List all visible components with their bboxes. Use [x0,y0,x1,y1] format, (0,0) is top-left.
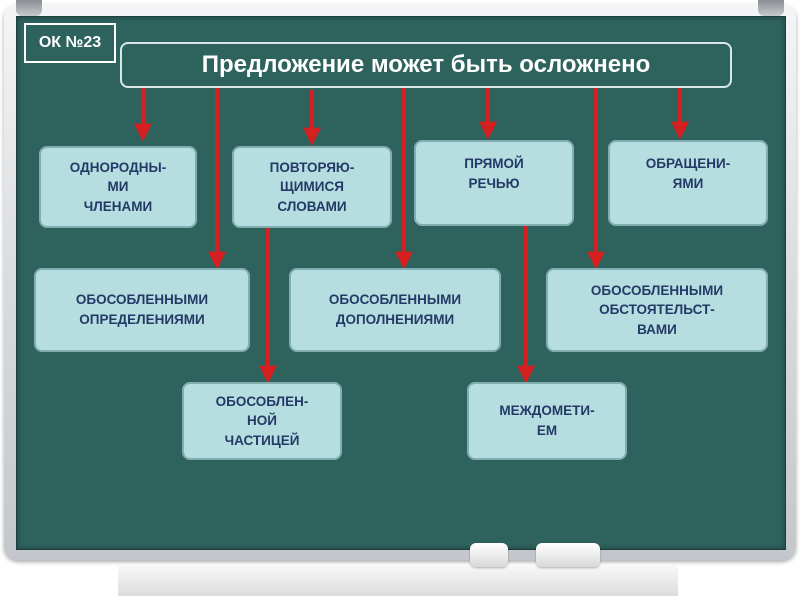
lesson-badge: ОК №23 [24,23,116,63]
item-repeated-words: ПОВТОРЯЮ- ЩИМИСЯ СЛОВАМИ [232,146,392,228]
frame-clip-right [758,0,784,16]
item-isolated-attributes: ОБОСОБЛЕННЫМИ ОПРЕДЕЛЕНИЯМИ [34,268,250,352]
item-isolated-objects: ОБОСОБЛЕННЫМИ ДОПОЛНЕНИЯМИ [289,268,501,352]
chalk-piece [470,543,508,567]
eraser [536,543,600,567]
item-interjection: МЕЖДОМЕТИ- ЕМ [467,382,627,460]
diagram-title: Предложение может быть осложнено [120,42,732,88]
frame-clip-left [16,0,42,16]
item-isolated-particle: ОБОСОБЛЕН- НОЙ ЧАСТИЦЕЙ [182,382,342,460]
item-direct-speech: ПРЯМОЙ РЕЧЬЮ [414,140,574,226]
item-homogeneous-members: ОДНОРОДНЫ- МИ ЧЛЕНАМИ [39,146,197,228]
chalk-tray [118,566,678,596]
item-isolated-adverbials: ОБОСОБЛЕННЫМИ ОБСТОЯТЕЛЬСТ- ВАМИ [546,268,768,352]
item-addresses: ОБРАЩЕНИ- ЯМИ [608,140,768,226]
